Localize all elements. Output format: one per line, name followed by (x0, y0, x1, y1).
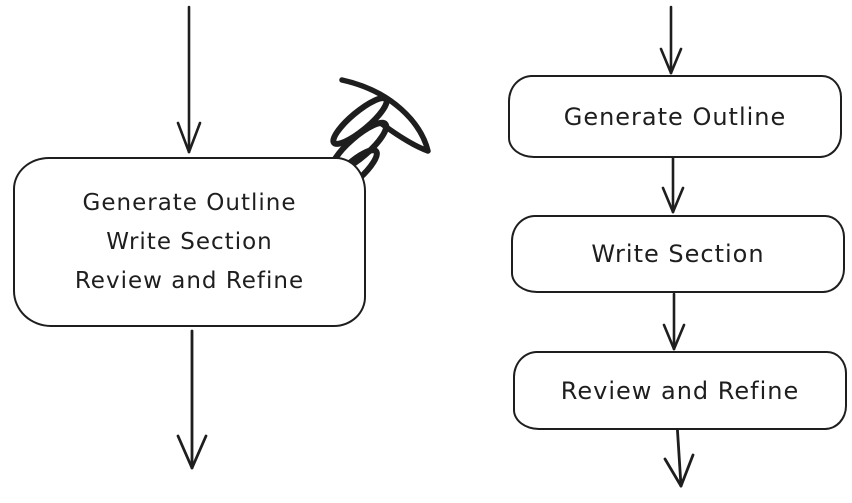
box-line: Write Section (106, 228, 273, 255)
down-arrow-icon (176, 5, 202, 154)
right-flow-box-review-and-refine: Review and Refine (513, 351, 847, 430)
box-line: Review and Refine (74, 267, 305, 294)
right-flow-box-write-section: Write Section (511, 215, 845, 293)
down-arrow-icon (663, 421, 695, 488)
right-flow-box-generate-outline: Generate Outline (508, 75, 842, 158)
box-label: Generate Outline (563, 102, 787, 131)
box-label: Review and Refine (560, 376, 800, 405)
down-arrow-icon (662, 292, 686, 351)
box-label: Write Section (591, 240, 765, 268)
down-arrow-icon (659, 5, 683, 75)
left-flow-box: Generate Outline Write Section Review an… (13, 157, 366, 327)
box-line: Generate Outline (82, 189, 297, 216)
down-arrow-icon (176, 329, 208, 470)
down-arrow-icon (661, 156, 685, 214)
